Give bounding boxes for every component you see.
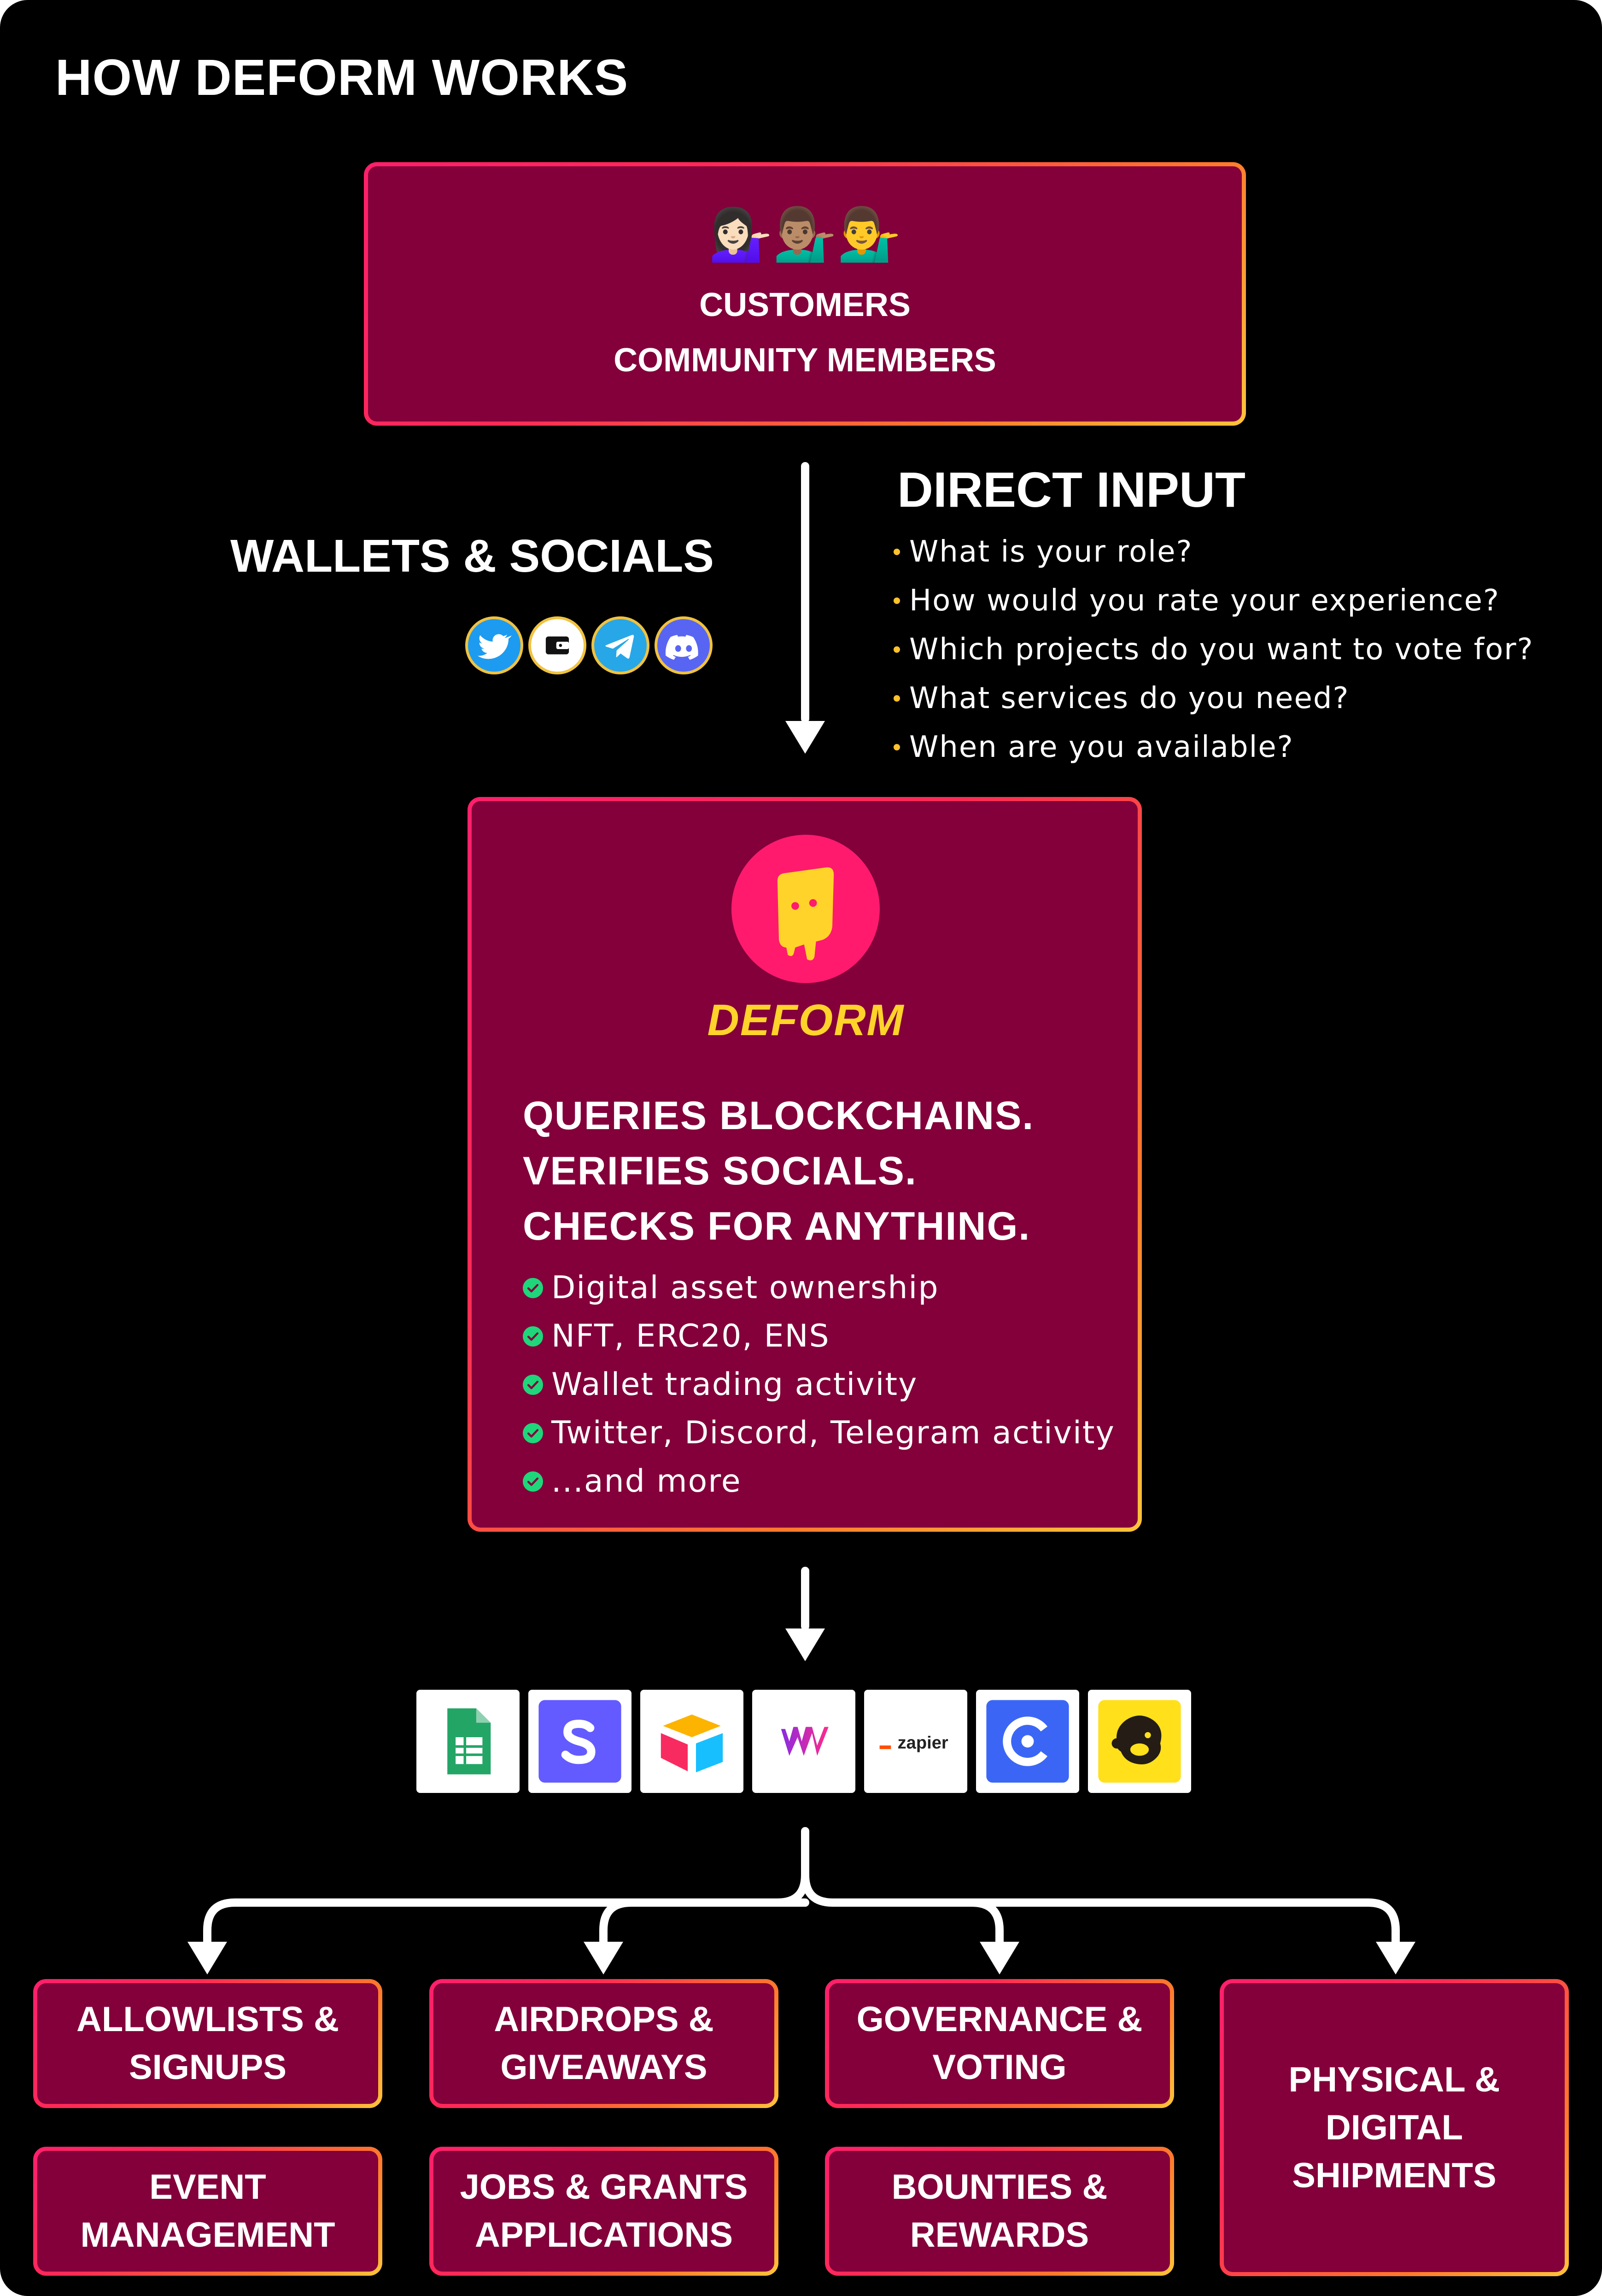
feature-item: Digital asset ownership bbox=[523, 1264, 1115, 1312]
governance-voting-box: GOVERNANCE & VOTING bbox=[825, 1979, 1174, 2108]
stripe-icon bbox=[528, 1690, 631, 1793]
direct-input-questions: What is your role? How would you rate yo… bbox=[894, 527, 1534, 772]
feature-item: ...and more bbox=[523, 1457, 1115, 1505]
branch-governance bbox=[801, 1871, 1004, 1950]
check-icon bbox=[523, 1374, 543, 1395]
check-icon bbox=[523, 1423, 543, 1443]
direct-input-heading: DIRECT INPUT bbox=[897, 462, 1245, 517]
customers-label: CUSTOMERS bbox=[699, 287, 911, 323]
airtable-icon bbox=[640, 1690, 743, 1793]
mailchimp-icon bbox=[1088, 1690, 1191, 1793]
airdrops-giveaways-box: AIRDROPS & GIVEAWAYS bbox=[429, 1979, 778, 2108]
arrowhead-to-integrations bbox=[785, 1628, 825, 1661]
claim-line: VERIFIES SOCIALS. bbox=[523, 1149, 917, 1193]
check-icon bbox=[523, 1326, 543, 1347]
arrowhead-shipments bbox=[1376, 1942, 1415, 1974]
community-members-label: COMMUNITY MEMBERS bbox=[614, 342, 996, 379]
google-sheets-icon bbox=[416, 1690, 520, 1793]
allowlists-signups-box: ALLOWLISTS & SIGNUPS bbox=[33, 1979, 382, 2108]
physical-digital-shipments-box: PHYSICAL & DIGITAL SHIPMENTS bbox=[1220, 1979, 1569, 2276]
bullet-dot bbox=[894, 646, 900, 653]
check-icon bbox=[523, 1277, 543, 1298]
wallet-icon bbox=[528, 616, 586, 674]
feature-item: Wallet trading activity bbox=[523, 1360, 1115, 1409]
arrowhead-allowlists bbox=[187, 1942, 227, 1974]
bullet-dot bbox=[894, 597, 900, 604]
question-item: When are you available? bbox=[894, 723, 1534, 772]
jobs-grants-applications-box: JOBS & GRANTS APPLICATIONS bbox=[429, 2147, 778, 2276]
question-item: What is your role? bbox=[894, 527, 1534, 576]
wallets-socials-heading: WALLETS & SOCIALS bbox=[230, 530, 714, 582]
branch-airdrops bbox=[599, 1898, 809, 1950]
bullet-dot bbox=[894, 695, 900, 702]
claim-line: CHECKS FOR ANYTHING. bbox=[523, 1204, 1031, 1248]
branch-allowlists bbox=[203, 1827, 809, 1950]
zapier-icon: zapier bbox=[864, 1690, 967, 1793]
check-icon bbox=[523, 1471, 543, 1492]
page-title: HOW DEFORM WORKS bbox=[55, 49, 629, 106]
arrowhead-governance bbox=[980, 1942, 1019, 1974]
bullet-dot bbox=[894, 549, 900, 555]
circle-icon bbox=[976, 1690, 1079, 1793]
branch-shipments bbox=[968, 1898, 1400, 1950]
deform-claims: QUERIES BLOCKCHAINS. VERIFIES SOCIALS. C… bbox=[523, 1088, 1034, 1254]
bounties-rewards-box: BOUNTIES & REWARDS bbox=[825, 2147, 1174, 2276]
customers-box: 💁🏻‍♀️💁🏽‍♂️💁‍♂️ CUSTOMERS COMMUNITY MEMBE… bbox=[364, 162, 1246, 426]
claim-line: QUERIES BLOCKCHAINS. bbox=[523, 1094, 1035, 1138]
twitter-icon bbox=[465, 616, 523, 674]
bullet-dot bbox=[894, 744, 900, 750]
event-management-box: EVENT MANAGEMENT bbox=[33, 2147, 382, 2276]
webflow-icon bbox=[752, 1690, 855, 1793]
question-item: What services do you need? bbox=[894, 674, 1534, 723]
feature-item: NFT, ERC20, ENS bbox=[523, 1312, 1115, 1360]
arrowhead-to-deform bbox=[785, 721, 825, 754]
deform-logo-icon bbox=[731, 835, 880, 983]
deform-wordmark: DEFORM bbox=[707, 996, 905, 1045]
arrowhead-airdrops bbox=[584, 1942, 623, 1974]
feature-item: Twitter, Discord, Telegram activity bbox=[523, 1409, 1115, 1457]
svg-text:zapier: zapier bbox=[898, 1734, 948, 1753]
telegram-icon bbox=[591, 616, 649, 674]
question-item: Which projects do you want to vote for? bbox=[894, 625, 1534, 674]
question-item: How would you rate your experience? bbox=[894, 576, 1534, 625]
discord-icon bbox=[655, 616, 713, 674]
people-emoji: 💁🏻‍♀️💁🏽‍♂️💁‍♂️ bbox=[708, 205, 901, 263]
deform-features: Digital asset ownership NFT, ERC20, ENS … bbox=[523, 1264, 1115, 1505]
